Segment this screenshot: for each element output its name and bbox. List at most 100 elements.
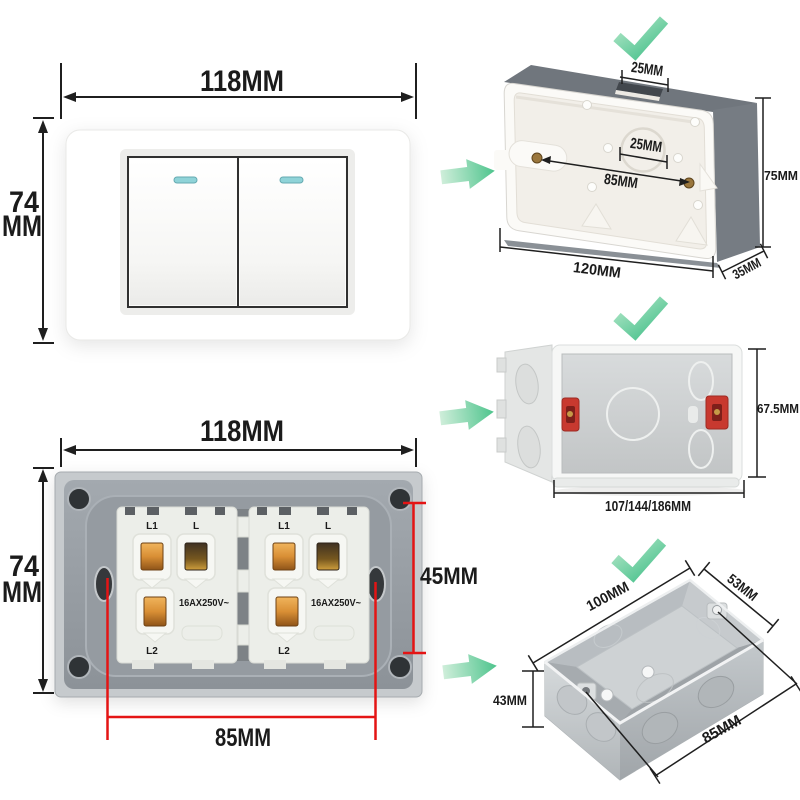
- terminal-point: [139, 578, 165, 589]
- notch: [215, 507, 225, 515]
- recessed-box-height-label: 67.5MM: [757, 401, 799, 416]
- indicator-light-icon: [279, 176, 304, 184]
- dim-height: 67.5MM: [748, 348, 799, 478]
- rim-highlight: [544, 578, 764, 664]
- knockout-circle: [606, 387, 660, 441]
- dim-line: [532, 567, 691, 664]
- switch-back-height-label-2: MM: [2, 576, 42, 609]
- dim-line: [499, 246, 714, 272]
- arrow-right-icon: [439, 155, 497, 193]
- arrowhead: [38, 120, 48, 133]
- dim-height-left: 74 MM: [2, 117, 54, 344]
- dim-width-top: 118MM: [60, 415, 417, 467]
- surface-box-width-label: 120MM: [572, 259, 622, 282]
- hole: [603, 143, 613, 153]
- box-bottom-edge: [504, 240, 721, 268]
- gusset: [581, 203, 612, 230]
- metal-box-length-label: 100MM: [584, 579, 632, 615]
- floor-hole: [641, 665, 655, 679]
- rim-highlight: [544, 638, 764, 725]
- box-right-face: [713, 103, 760, 262]
- screw-hole: [388, 487, 412, 511]
- notch: [125, 507, 135, 515]
- screw-icon: [567, 411, 573, 417]
- arrowhead: [401, 445, 414, 455]
- hole: [582, 100, 592, 110]
- screw-icon: [531, 152, 543, 164]
- dim-screw-span-horizontal: 85MM: [106, 578, 377, 752]
- arrowhead: [38, 469, 48, 482]
- surface-box-notch-label: 25MM: [630, 59, 664, 80]
- switch-back-hspan-label: 85MM: [215, 724, 271, 752]
- terminal-copper: [272, 542, 296, 571]
- slot: [688, 406, 698, 423]
- terminal-l2-label: L2: [278, 646, 290, 657]
- notch: [317, 507, 329, 515]
- knockout-oval: [517, 425, 541, 469]
- terminal-l1-label: L1: [278, 521, 290, 532]
- terminal-l-label: L: [193, 521, 199, 532]
- terminal-module-right: L1 L L2 16AX250V~: [248, 506, 370, 669]
- dim-depth: 43MM: [493, 670, 544, 728]
- screw-hole: [388, 655, 412, 679]
- interior-shadow: [515, 95, 701, 125]
- screw-icon: [714, 409, 720, 415]
- arrowhead: [63, 445, 76, 455]
- terminal-point: [183, 578, 209, 589]
- terminal-l2-label: L2: [146, 646, 158, 657]
- indicator-light-icon: [173, 176, 198, 184]
- switch-back-vspan-label: 45MM: [420, 563, 478, 590]
- notch: [347, 507, 357, 515]
- hinge-tab: [237, 569, 250, 593]
- terminal-point: [315, 578, 341, 589]
- hinge-tab: [237, 624, 250, 646]
- side-tab: [496, 437, 507, 453]
- module-tab: [192, 660, 214, 669]
- knockout-oval: [641, 711, 679, 745]
- surface-box-figure: 25MM 25MM 85MM 75MM 120MM 35MM: [439, 20, 798, 282]
- extension-line: [585, 691, 659, 778]
- floor-hole: [600, 688, 614, 702]
- notch: [147, 507, 159, 515]
- knockout-oval: [585, 712, 617, 742]
- surface-box-height-label: 75MM: [764, 168, 798, 183]
- gusset: [675, 216, 708, 246]
- dim-width-top: 118MM: [60, 63, 417, 119]
- rating-label: 16AX250V~: [179, 597, 229, 609]
- check-icon: [617, 20, 664, 53]
- metal-box-width-label: 53MM: [724, 570, 761, 604]
- cable-notch: [616, 82, 663, 97]
- arrowhead: [38, 679, 48, 692]
- terminal-point: [142, 632, 168, 643]
- dim-line: [619, 153, 668, 163]
- surface-box-hole-label: 25MM: [629, 135, 663, 156]
- notch: [279, 507, 291, 515]
- dim-width: 120MM: [499, 228, 714, 282]
- screw-hole: [67, 487, 91, 511]
- switch-back-figure: 118MM 74 MM: [2, 415, 478, 752]
- terminal-copper: [143, 596, 167, 627]
- switch-back-height-label-1: 74: [9, 550, 39, 583]
- hinge-tab: [237, 516, 250, 538]
- arrowhead: [401, 92, 414, 102]
- dim-line: [703, 568, 774, 627]
- terminal-copper: [316, 542, 340, 571]
- module-tab: [264, 660, 286, 669]
- check-icon: [617, 300, 664, 333]
- arrow-right-icon: [441, 650, 499, 688]
- box-bottom-lip: [552, 477, 740, 488]
- side-tab: [496, 399, 507, 419]
- terminal-point: [274, 632, 300, 643]
- arrowhead: [541, 156, 551, 164]
- metal-box-depth-label: 43MM: [493, 693, 527, 708]
- recessed-box-width-label: 107/144/186MM: [605, 499, 691, 515]
- terminal-copper: [275, 596, 299, 627]
- hole: [693, 200, 703, 210]
- switch-front-height-label-1: 74: [9, 186, 39, 219]
- surface-box-screw-span-label: 85MM: [603, 171, 639, 193]
- box-interior: [561, 353, 733, 474]
- notch: [257, 507, 267, 515]
- check-icon: [615, 542, 662, 575]
